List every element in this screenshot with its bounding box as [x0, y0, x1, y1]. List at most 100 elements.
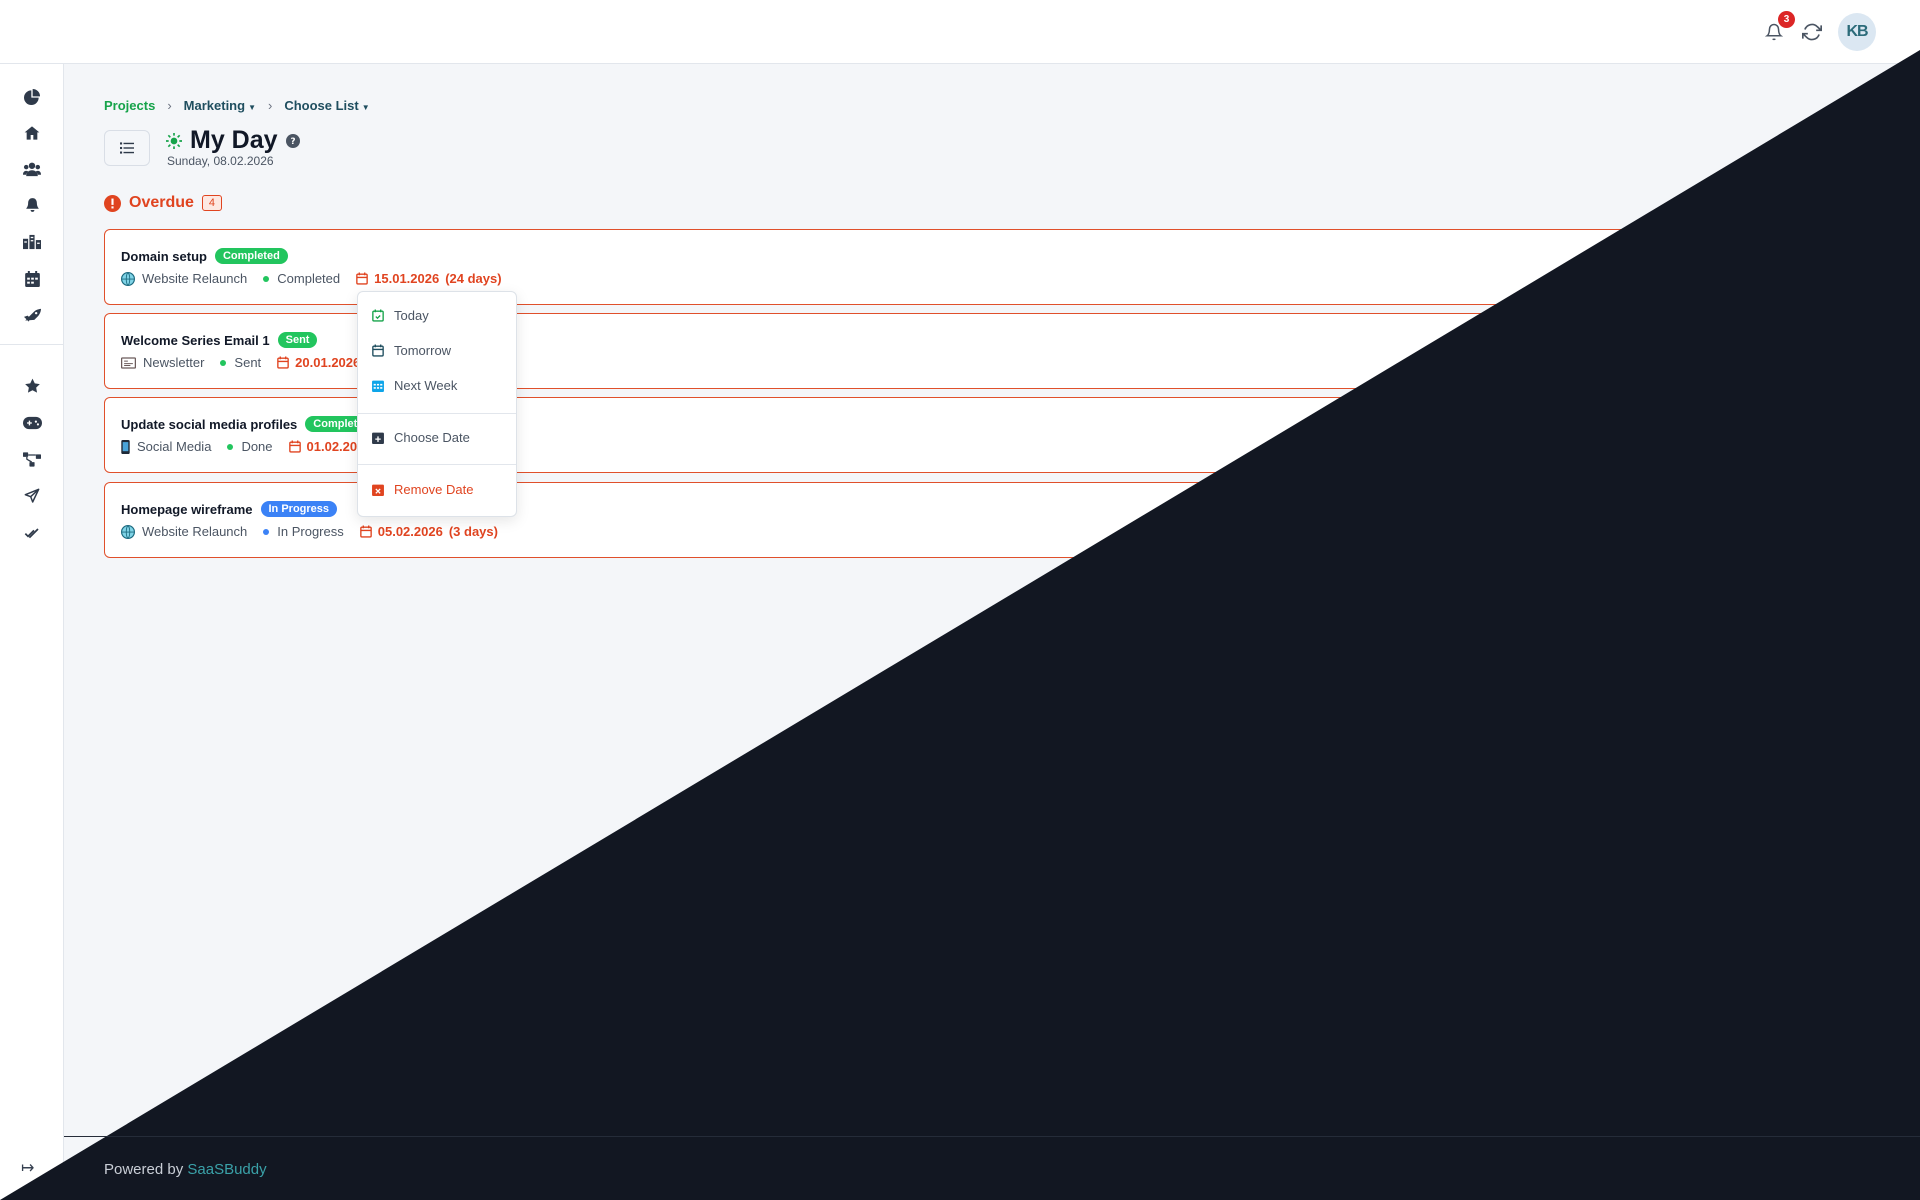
- task-project: Website Relaunch: [121, 271, 247, 286]
- list-icon: [120, 142, 134, 154]
- calendar-icon: [359, 525, 372, 538]
- task-due-date[interactable]: 20.01.2026: [277, 355, 360, 370]
- globe-icon: [121, 524, 135, 539]
- menu-item-remove-date-label: Remove Date: [394, 482, 474, 497]
- users-icon[interactable]: [21, 158, 43, 180]
- task-project-name: Website Relaunch: [142, 271, 248, 286]
- task-meta: Newsletter Sent 20.01.2026: [121, 355, 360, 370]
- list-view-button[interactable]: [104, 130, 150, 166]
- menu-item-tomorrow[interactable]: Tomorrow: [372, 343, 451, 358]
- task-status-pill: Sent: [277, 332, 318, 348]
- task-title: Homepage wireframe In Progress: [121, 501, 338, 517]
- footer-text: Powered by SaaSBuddy: [104, 1161, 267, 1178]
- overdue-count: 4: [201, 195, 223, 211]
- task-project-name: Newsletter: [143, 355, 205, 370]
- chevron-right-icon[interactable]: [1853, 342, 1863, 360]
- menu-item-today-label: Today: [394, 308, 429, 323]
- calendar-icon: [372, 344, 384, 357]
- calendar-plus-icon: [372, 432, 384, 444]
- chart-pie-icon[interactable]: [21, 86, 43, 108]
- menu-item-next-week[interactable]: Next Week: [372, 378, 457, 393]
- calendar-icon: [288, 440, 301, 453]
- send-icon[interactable]: [21, 485, 43, 507]
- calendar-icon: [277, 356, 289, 369]
- calendar-x-icon: [372, 484, 384, 496]
- svg-text:?: ?: [290, 136, 295, 146]
- menu-item-choose-date[interactable]: Choose Date: [372, 430, 470, 445]
- calendar-icon: [356, 272, 368, 285]
- help-icon[interactable]: ?: [285, 133, 300, 148]
- alert-icon: [104, 194, 121, 212]
- task-due-date[interactable]: 15.01.2026 (24 days): [356, 271, 502, 286]
- status-dot: [263, 275, 270, 282]
- menu-item-remove-date[interactable]: Remove Date: [372, 482, 473, 497]
- newsletter-icon: [121, 356, 136, 369]
- gamepad-icon[interactable]: [21, 412, 43, 434]
- task-status-pill: Completed: [214, 248, 288, 264]
- calendar-icon[interactable]: [21, 268, 43, 290]
- task-date-text: 20.01.2026: [295, 355, 361, 370]
- calendar-week-icon: [372, 380, 384, 392]
- sidebar-collapse-button[interactable]: ↦: [21, 1160, 35, 1177]
- refresh-button[interactable]: [1800, 20, 1824, 44]
- breadcrumb-marketing[interactable]: Marketing▼: [184, 98, 256, 113]
- notifications-button[interactable]: 3: [1762, 11, 1795, 44]
- task-status: In Progress: [263, 524, 344, 539]
- page-title-text: My Day: [190, 126, 278, 154]
- bell-icon: [1765, 23, 1783, 41]
- calendar-check-icon: [372, 309, 384, 322]
- home-icon[interactable]: [21, 122, 43, 144]
- task-title-text: Welcome Series Email 1: [121, 332, 270, 348]
- page-date: Sunday, 08.02.2026: [167, 154, 274, 168]
- task-date-text: 05.02.2026: [377, 524, 443, 539]
- menu-item-tomorrow-label: Tomorrow: [394, 343, 452, 358]
- footer-powered-by: Powered by: [104, 1161, 184, 1178]
- task-status: Done: [227, 439, 273, 454]
- building-icon[interactable]: [21, 231, 43, 253]
- breadcrumb-choose-list-label: Choose List: [284, 98, 359, 113]
- task-meta: Social Media Done 01.02.20: [121, 439, 357, 454]
- breadcrumb: Projects › Marketing▼ › Choose List▼: [104, 98, 370, 113]
- rocket-icon[interactable]: [21, 304, 43, 326]
- sun-icon: [166, 132, 182, 149]
- task-status-pill: In Progress: [260, 501, 338, 517]
- task-project-name: Website Relaunch: [142, 524, 248, 539]
- bell-icon[interactable]: [21, 194, 43, 216]
- chevron-right-icon[interactable]: [1853, 511, 1863, 529]
- status-dot: [227, 443, 234, 450]
- task-title-text: Domain setup: [121, 248, 207, 264]
- footer-brand-link[interactable]: SaaSBuddy: [187, 1161, 267, 1178]
- task-title: Welcome Series Email 1 Sent: [121, 332, 318, 348]
- chevron-right-icon[interactable]: [1853, 258, 1863, 276]
- menu-item-today[interactable]: Today: [372, 308, 429, 323]
- double-check-icon[interactable]: [21, 522, 43, 544]
- date-dropdown-menu: Today Tomorrow Next Week Choose Date Rem…: [357, 291, 517, 517]
- task-project: Newsletter: [121, 355, 204, 370]
- task-date-text: 15.01.2026: [374, 271, 440, 286]
- task-title: Domain setup Completed: [121, 248, 288, 264]
- sidebar-divider: [0, 344, 64, 345]
- user-avatar[interactable]: KB: [1838, 13, 1876, 51]
- sidebar: ↦: [0, 64, 64, 1200]
- breadcrumb-projects[interactable]: Projects: [104, 98, 156, 113]
- sitemap-icon[interactable]: [21, 448, 43, 470]
- overdue-label: Overdue: [129, 194, 194, 211]
- task-due-date[interactable]: 05.02.2026 (3 days): [359, 524, 498, 539]
- task-project: Social Media: [121, 439, 211, 454]
- task-due-date[interactable]: 01.02.20: [288, 439, 357, 454]
- task-status-text: Completed: [277, 271, 341, 286]
- status-dot: [263, 528, 270, 535]
- task-status-text: Done: [241, 439, 273, 454]
- breadcrumb-choose-list[interactable]: Choose List▼: [284, 98, 369, 113]
- top-bar: 3 KB: [0, 0, 1920, 64]
- task-title: Update social media profiles Complete: [121, 416, 372, 432]
- globe-icon: [121, 271, 135, 286]
- status-dot: [220, 359, 227, 366]
- star-icon[interactable]: [21, 375, 43, 397]
- task-status: Sent: [220, 355, 261, 370]
- task-meta: Website Relaunch In Progress 05.02.2026 …: [121, 524, 498, 539]
- chevron-right-icon[interactable]: [1853, 426, 1863, 444]
- task-status: Completed: [263, 271, 340, 286]
- page-title: My Day ?: [166, 126, 300, 155]
